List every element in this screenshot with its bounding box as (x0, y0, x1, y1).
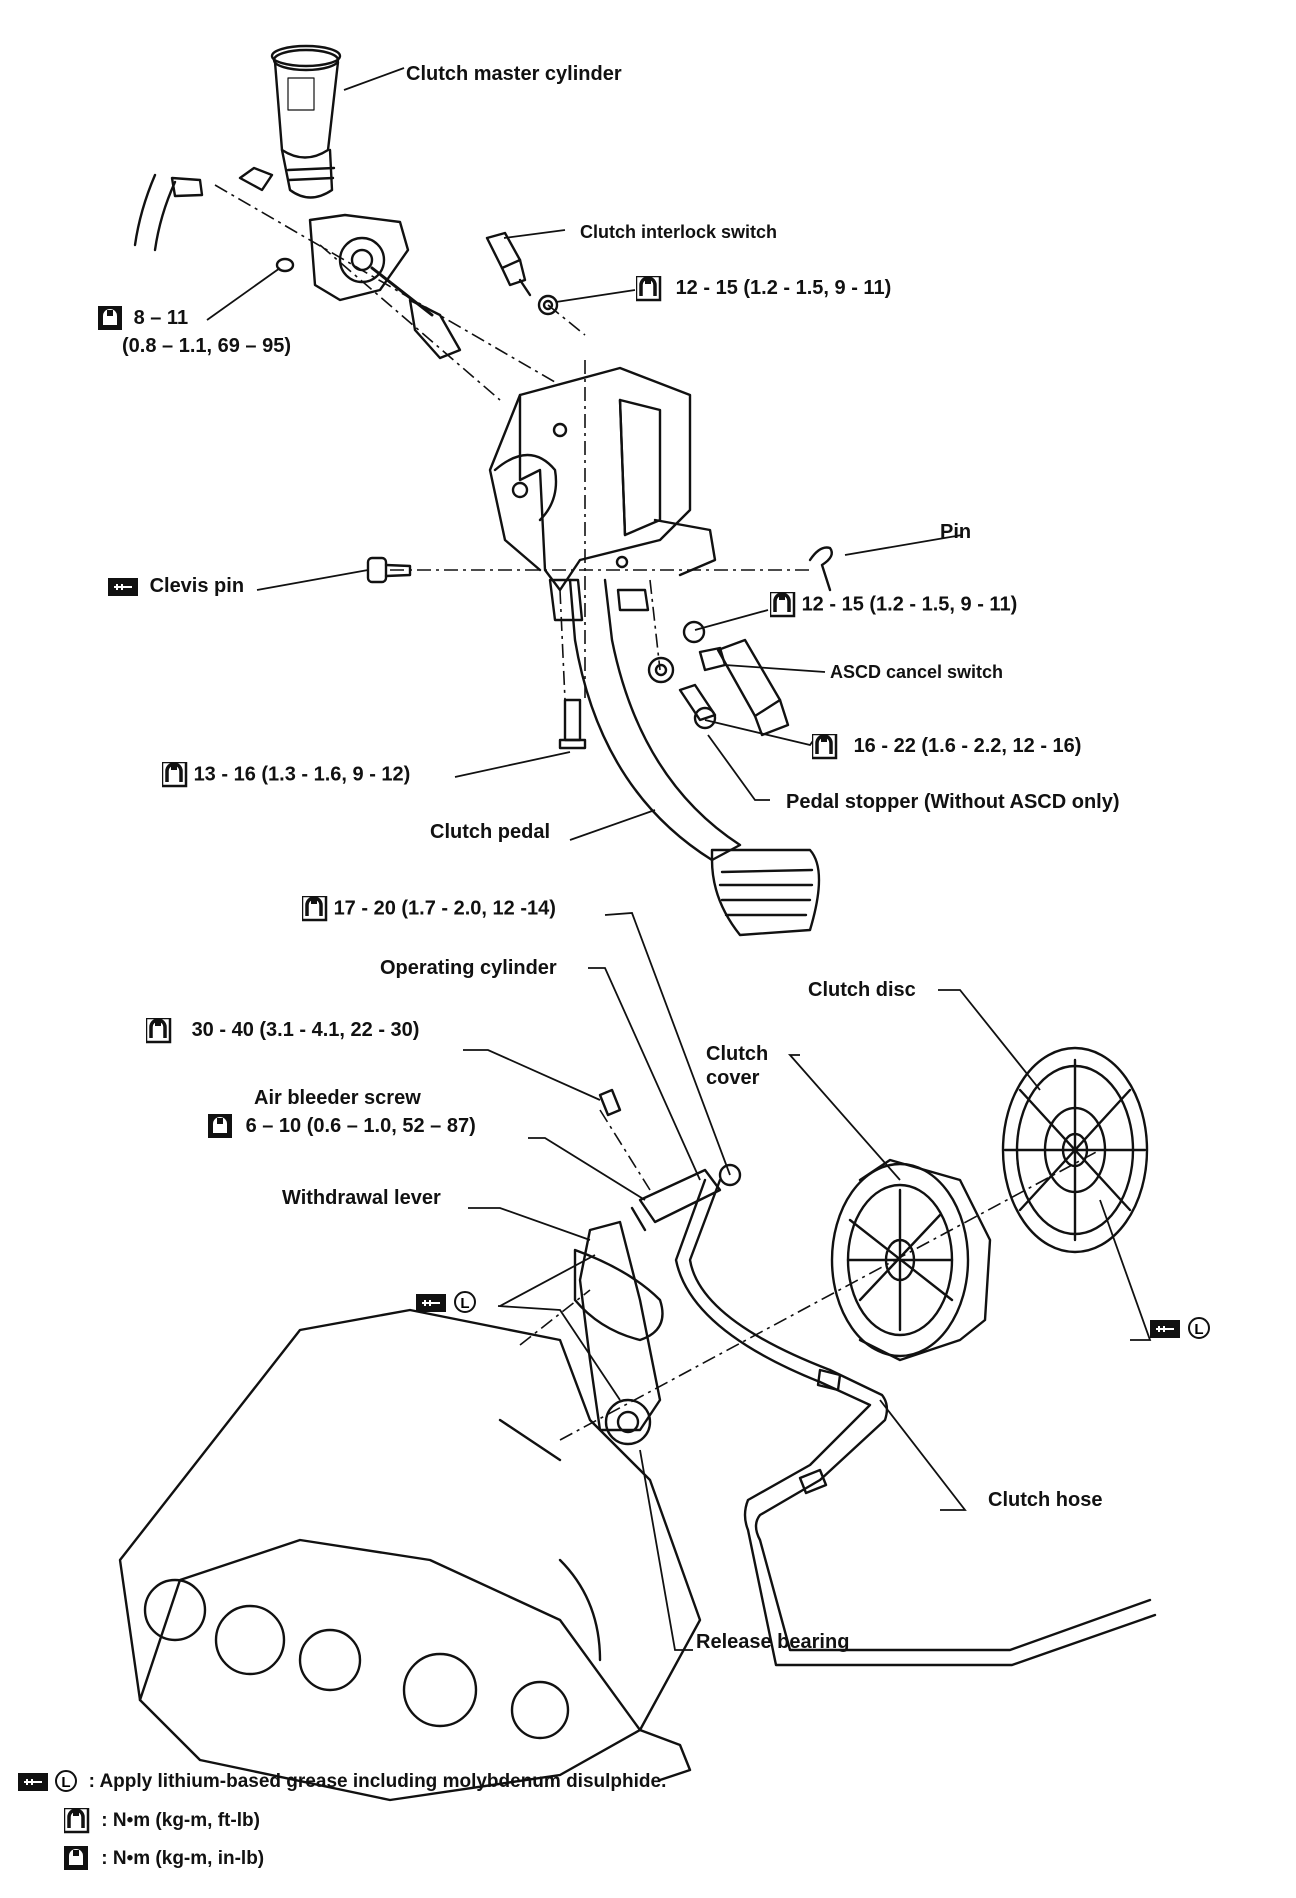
label-clutch-cover-line1: Clutch (706, 1043, 769, 1065)
torque-wrench-icon (812, 734, 838, 760)
grease-mark-lever (416, 1290, 478, 1315)
torque-wrench-icon (636, 276, 662, 302)
torque-operating-cylinder: 30 - 40 (3.1 - 4.1, 22 - 30) (146, 1018, 419, 1044)
torque-bleeder: 6 – 10 (0.6 – 1.0, 52 – 87) (208, 1114, 476, 1140)
label-operating-cylinder: Operating cylinder (380, 957, 557, 979)
label-clevis-pin: Clevis pin (149, 575, 245, 597)
torque-pedal-bolt-value: 13 - 16 (1.3 - 1.6, 9 - 12) (193, 763, 411, 786)
label-pin: Pin (940, 521, 972, 543)
pedal-bolt-drawing (558, 698, 587, 750)
label-clevis-pin-group: Clevis pin (108, 574, 244, 598)
label-clutch-disc: Clutch disc (808, 979, 916, 1001)
torque-master-units: (0.8 – 1.1, 69 – 95) (122, 335, 292, 357)
torque-ascd-nut: 12 - 15 (1.2 - 1.5, 9 - 11) (770, 592, 1017, 618)
torque-op-cyl-value: 30 - 40 (3.1 - 4.1, 22 - 30) (191, 1019, 420, 1042)
label-withdrawal-lever: Withdrawal lever (282, 1187, 441, 1209)
clutch-disc-drawing (1001, 1046, 1149, 1254)
torque-stopper-value: 16 - 22 (1.6 - 2.2, 12 - 16) (853, 735, 1082, 758)
master-cylinder-drawing (133, 44, 462, 360)
torque-ascd-nut-value: 12 - 15 (1.2 - 1.5, 9 - 11) (801, 593, 1018, 616)
legend-torque-ft-text: : N•m (kg-m, ft-lb) (101, 1810, 260, 1832)
torque-master-value: 8 – 11 (133, 307, 189, 330)
torque-master-cylinder: 8 – 11 (98, 306, 188, 332)
legend-torque-in-text: : N•m (kg-m, in-lb) (101, 1848, 265, 1870)
torque-wrench-filled-icon (208, 1114, 232, 1138)
grease-mark-disc (1150, 1316, 1212, 1341)
label-clutch-cover-line2: cover (706, 1067, 760, 1089)
clutch-hose-drawing (743, 1368, 1157, 1667)
withdrawal-lever-drawing (573, 1220, 664, 1446)
torque-wrench-icon (64, 1808, 90, 1834)
transmission-drawing (118, 1308, 702, 1802)
pedal-bracket-drawing (488, 366, 717, 592)
label-clutch-hose: Clutch hose (988, 1489, 1103, 1511)
legend-grease: : Apply lithium-based grease including m… (18, 1770, 666, 1794)
operating-cylinder-drawing (598, 1088, 832, 1384)
torque-pedal-stopper: 16 - 22 (1.6 - 2.2, 12 - 16) (812, 734, 1081, 760)
interlock-switch-drawing (485, 231, 559, 316)
torque-wrench-icon (770, 592, 796, 618)
torque-hose-value: 17 - 20 (1.7 - 2.0, 12 -14) (333, 897, 556, 920)
grease-icon (1150, 1318, 1181, 1339)
legend-torque-ft: : N•m (kg-m, ft-lb) (64, 1808, 260, 1834)
grease-icon (108, 576, 139, 597)
torque-clutch-hose: 17 - 20 (1.7 - 2.0, 12 -14) (302, 896, 556, 922)
grease-icon (18, 1772, 49, 1792)
pin-drawing (808, 546, 833, 592)
legend-grease-text: : Apply lithium-based grease including m… (88, 1771, 667, 1793)
torque-wrench-icon (146, 1018, 172, 1044)
lithium-l-icon (453, 1290, 476, 1313)
label-ascd-cancel-switch: ASCD cancel switch (830, 662, 1004, 682)
torque-pedal-bolt: 13 - 16 (1.3 - 1.6, 9 - 12) (162, 762, 410, 788)
label-pedal-stopper: Pedal stopper (Without ASCD only) (786, 791, 1120, 813)
ascd-switch-drawing (647, 620, 790, 737)
legend-torque-in: : N•m (kg-m, in-lb) (64, 1846, 264, 1872)
torque-interlock-switch: 12 - 15 (1.2 - 1.5, 9 - 11) (636, 276, 891, 302)
lithium-l-icon (1187, 1316, 1210, 1339)
lithium-l-icon (55, 1770, 78, 1792)
label-clutch-interlock-switch: Clutch interlock switch (580, 222, 778, 242)
clutch-cover-drawing (830, 1158, 992, 1362)
torque-wrench-icon (162, 762, 188, 788)
label-clutch-pedal: Clutch pedal (430, 821, 551, 843)
torque-interlock-value: 12 - 15 (1.2 - 1.5, 9 - 11) (675, 277, 892, 300)
torque-wrench-icon (302, 896, 328, 922)
label-air-bleeder-screw: Air bleeder screw (254, 1087, 421, 1109)
grease-icon (416, 1292, 447, 1313)
label-release-bearing: Release bearing (696, 1631, 850, 1653)
torque-wrench-filled-icon (64, 1846, 88, 1870)
torque-wrench-filled-icon (98, 306, 122, 330)
clutch-pedal-drawing (548, 578, 821, 937)
label-clutch-master-cylinder: Clutch master cylinder (406, 63, 622, 85)
torque-bleeder-value: 6 – 10 (0.6 – 1.0, 52 – 87) (245, 1115, 476, 1138)
